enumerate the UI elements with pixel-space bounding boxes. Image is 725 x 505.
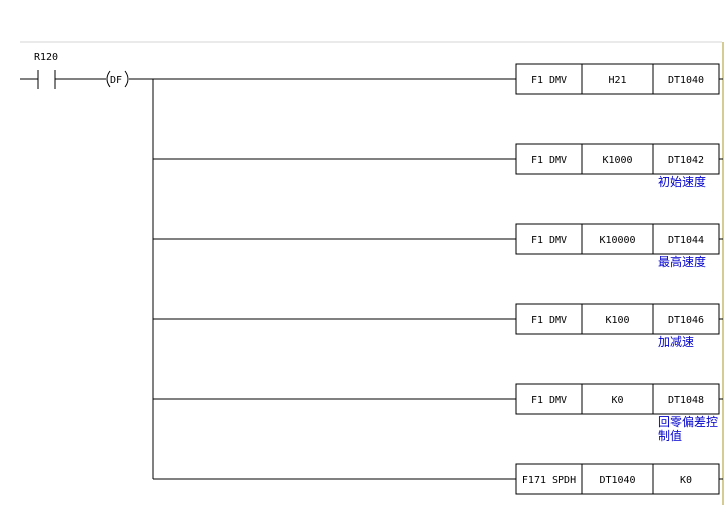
- instruction-block[interactable]: F1 DMV K100 DT1046: [515, 303, 723, 335]
- instruction-block[interactable]: F1 DMV H21 DT1040: [515, 63, 723, 95]
- source-operand: K0: [611, 395, 623, 406]
- device-comment: 加减速: [658, 335, 694, 349]
- rung-3: F1 DMV K10000 DT1044 最高速度: [153, 223, 723, 269]
- instruction-mnemonic: F1 DMV: [531, 395, 567, 406]
- device-comment: 最高速度: [658, 254, 706, 269]
- rung-4: F1 DMV K100 DT1046 加减速: [153, 303, 723, 349]
- destination-operand: K0: [680, 475, 692, 486]
- instruction-block[interactable]: F1 DMV K1000 DT1042: [515, 143, 723, 175]
- rung-1: F1 DMV H21 DT1040: [153, 63, 723, 95]
- source-operand: DT1040: [599, 475, 635, 486]
- instruction-mnemonic: F1 DMV: [531, 315, 567, 326]
- contact-r120[interactable]: R120: [20, 52, 106, 89]
- source-operand: K100: [605, 315, 629, 326]
- instruction-block[interactable]: F1 DMV K10000 DT1044: [515, 223, 723, 255]
- contact-label: R120: [34, 52, 58, 63]
- source-operand: H21: [608, 75, 626, 86]
- df-instruction[interactable]: DF: [106, 70, 153, 88]
- device-comment: 制值: [658, 428, 682, 443]
- device-comment: 初始速度: [658, 174, 706, 189]
- instruction-block[interactable]: F171 SPDH DT1040 K0: [515, 463, 723, 495]
- device-comment: 回零偏差控: [658, 414, 718, 429]
- instruction-block[interactable]: F1 DMV K0 DT1048: [515, 383, 723, 415]
- instruction-mnemonic: F1 DMV: [531, 75, 567, 86]
- rung-6: F171 SPDH DT1040 K0: [153, 463, 723, 495]
- instruction-mnemonic: F1 DMV: [531, 235, 567, 246]
- df-label: DF: [110, 75, 122, 86]
- destination-operand: DT1044: [668, 235, 704, 246]
- destination-operand: DT1048: [668, 395, 704, 406]
- rung-2: F1 DMV K1000 DT1042 初始速度: [153, 143, 723, 189]
- destination-operand: DT1046: [668, 315, 704, 326]
- source-operand: K1000: [602, 155, 632, 166]
- instruction-mnemonic: F1 DMV: [531, 155, 567, 166]
- destination-operand: DT1040: [668, 75, 704, 86]
- source-operand: K10000: [599, 235, 635, 246]
- instruction-mnemonic: F171 SPDH: [522, 475, 576, 486]
- destination-operand: DT1042: [668, 155, 704, 166]
